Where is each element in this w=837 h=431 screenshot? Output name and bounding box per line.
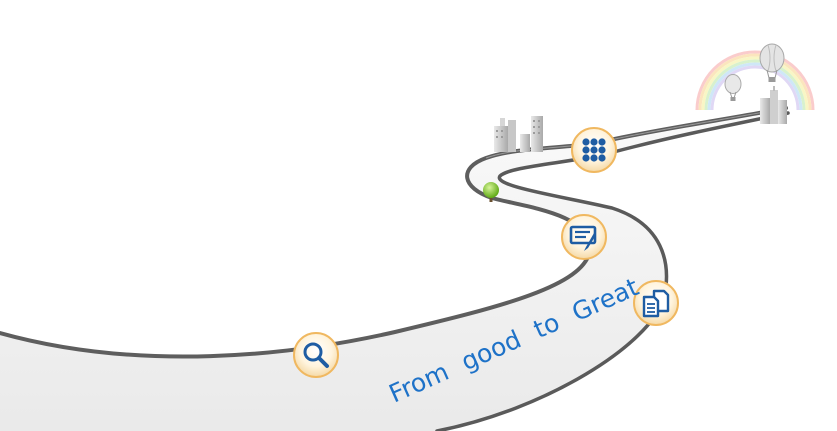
tree-icon [483, 182, 499, 202]
rainbow-icon [695, 50, 815, 111]
milestone-form[interactable] [561, 214, 607, 260]
milestone-documents[interactable] [633, 280, 679, 326]
milestone-search[interactable] [293, 332, 339, 378]
milestone-apps[interactable] [571, 127, 617, 173]
buildings-icon [494, 116, 543, 152]
city-icon [760, 86, 787, 124]
grid-dots-icon [582, 138, 606, 162]
road-surface [0, 108, 788, 431]
magnifier-icon [303, 342, 329, 368]
documents-icon [642, 289, 670, 318]
pen-form-icon [569, 225, 597, 251]
road-outer-edge [435, 111, 790, 431]
balloon-icon [724, 43, 785, 101]
